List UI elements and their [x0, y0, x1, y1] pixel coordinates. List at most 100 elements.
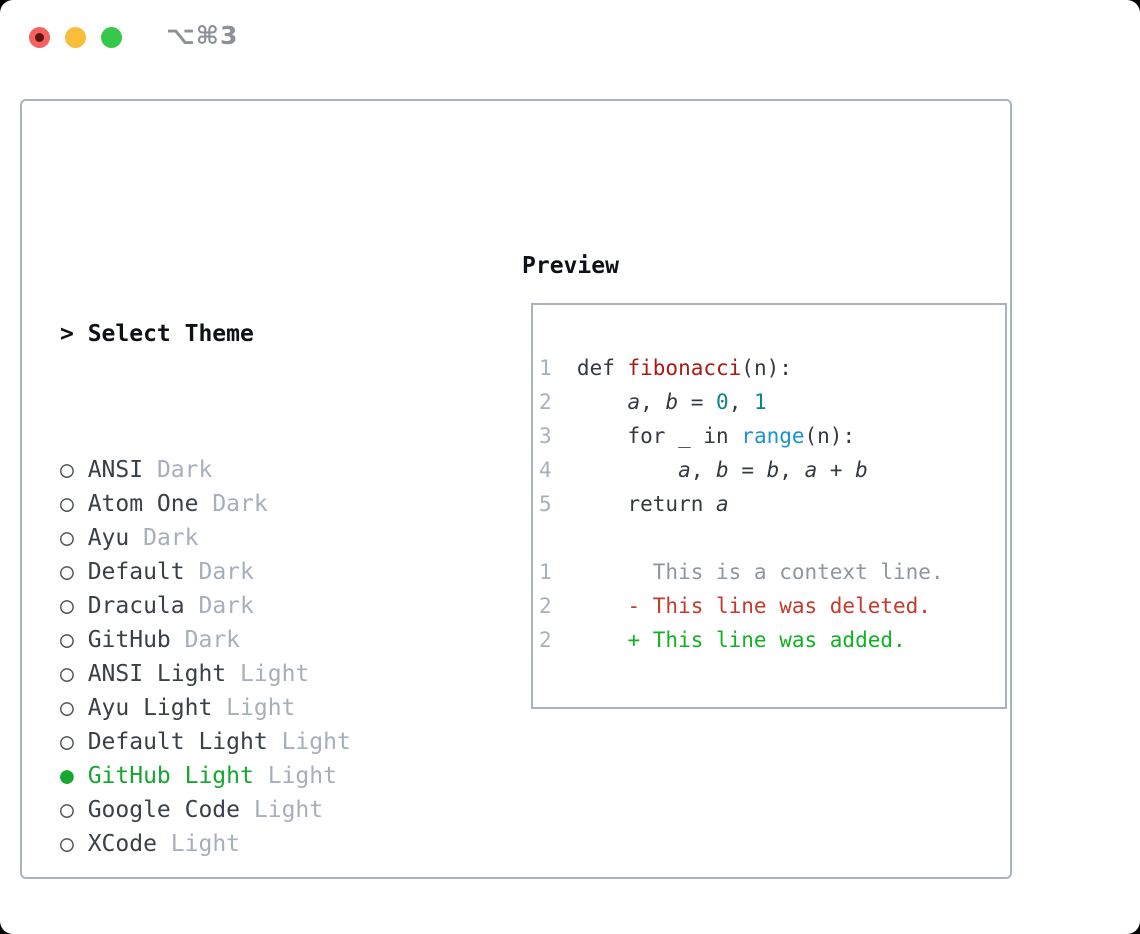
code-token: , — [640, 390, 666, 414]
line-number: 2 — [539, 390, 552, 414]
radio-icon: ○ — [60, 559, 74, 585]
theme-option-ansi-light[interactable]: ○ANSI Light Light — [60, 657, 448, 691]
code-token: def — [576, 356, 628, 380]
theme-option-github-light[interactable]: ● GitHub Light Light — [60, 759, 448, 793]
theme-variant-tag: Dark — [198, 559, 254, 585]
theme-variant-tag: Light — [226, 695, 296, 721]
theme-name: Dracula — [87, 593, 185, 619]
code-token: This is a context line. — [576, 560, 944, 584]
radio-selected-icon: ● — [60, 763, 74, 789]
code-token: return — [576, 492, 716, 516]
theme-name: Ayu Light — [87, 695, 213, 721]
theme-option-dracula[interactable]: ○ Dracula Dark — [60, 589, 448, 623]
preview-title: Preview — [522, 253, 619, 279]
theme-option-atom-one[interactable]: ○Atom One Dark — [60, 487, 448, 521]
theme-variant-tag: Light — [267, 763, 337, 789]
theme-option-ansi[interactable]: ○ ANSI Dark — [60, 453, 448, 487]
theme-name: GitHub Light — [87, 763, 254, 789]
code-line: 4 a, b = b, a + b — [539, 453, 1005, 487]
code-token: 1 — [754, 390, 767, 414]
theme-name: Default — [87, 559, 185, 585]
radio-icon: ○ — [60, 729, 74, 755]
code-token: 0 — [716, 390, 729, 414]
theme-name: XCode — [87, 831, 157, 857]
code-token: (n): — [804, 424, 856, 448]
theme-menu: >Select Theme ○ANSI Dark○Atom One Dark○A… — [60, 249, 448, 934]
close-button-icon[interactable] — [29, 27, 50, 48]
code-token: , — [690, 458, 717, 482]
code-token: , — [779, 458, 805, 482]
theme-option-default[interactable]: ○ Default Dark — [60, 555, 448, 589]
select-theme-title: Select Theme — [87, 321, 254, 347]
minimize-button-icon[interactable] — [65, 27, 86, 48]
code-token — [577, 390, 628, 414]
theme-variant-tag: Dark — [184, 627, 241, 653]
theme-option-xcode[interactable]: ○ XCode Light — [60, 827, 448, 861]
theme-name: Default Light — [87, 729, 268, 755]
theme-variant-tag: Dark — [212, 491, 268, 517]
theme-name: GitHub — [87, 627, 171, 653]
code-line: 2 a, b = 0, 1 — [539, 385, 1005, 419]
zoom-button-icon[interactable] — [101, 27, 122, 48]
code-token: - This line was deleted. — [576, 594, 931, 618]
code-line — [539, 521, 1005, 555]
theme-option-default-light[interactable]: ○ Default Light Light — [60, 725, 448, 759]
window-shortcut-label: ⌥⌘3 — [166, 21, 239, 50]
code-token: (n): — [741, 356, 792, 380]
code-token: = — [728, 458, 767, 482]
code-token: b — [716, 458, 729, 482]
code-token: a — [804, 458, 818, 482]
code-token: b — [665, 390, 679, 414]
code-token: a — [678, 458, 691, 482]
theme-name: Google Code — [87, 797, 241, 823]
select-theme-header: > Select Theme — [60, 317, 448, 351]
code-line: 2 - This line was deleted. — [539, 589, 1005, 623]
code-token: + — [817, 458, 856, 482]
theme-name: Ayu — [87, 525, 130, 551]
theme-variant-tag: Light — [240, 661, 310, 687]
code-token: b — [766, 458, 780, 482]
code-line: 2 + This line was added. — [539, 623, 1005, 657]
radio-icon: ○ — [60, 627, 74, 653]
code-token: a — [716, 492, 729, 516]
prompt-icon: > — [60, 321, 74, 347]
code-line: 1 def fibonacci(n): — [539, 351, 1005, 385]
line-number: 5 — [539, 492, 552, 516]
code-token: , — [728, 390, 754, 414]
theme-list: ○ANSI Dark○Atom One Dark○Ayu Dark○Defaul… — [60, 453, 448, 861]
code-token — [577, 458, 678, 482]
theme-name: ANSI Light — [87, 661, 227, 687]
code-token: fibonacci — [627, 356, 742, 380]
radio-icon: ○ — [60, 593, 74, 619]
theme-option-ayu-light[interactable]: ○ Ayu Light Light — [60, 691, 448, 725]
theme-variant-tag: Dark — [156, 457, 213, 483]
code-line: 1 This is a context line. — [539, 555, 1005, 589]
line-number: 3 — [539, 424, 552, 448]
code-token: + This line was added. — [576, 628, 906, 652]
line-number: 1 — [539, 356, 552, 380]
line-number: 2 — [539, 628, 552, 652]
radio-icon: ○ — [60, 457, 74, 483]
radio-icon: ○ — [60, 525, 74, 551]
theme-variant-tag: Dark — [143, 525, 199, 551]
theme-variant-tag: Dark — [198, 593, 254, 619]
radio-icon: ○ — [60, 695, 74, 721]
theme-variant-tag: Light — [170, 831, 241, 857]
radio-icon: ○ — [60, 797, 74, 823]
theme-variant-tag: Light — [253, 797, 324, 823]
theme-option-ayu[interactable]: ○ Ayu Dark — [60, 521, 448, 555]
code-token: a — [627, 390, 641, 414]
theme-name: Atom One — [87, 491, 199, 517]
theme-option-github[interactable]: ○ GitHub Dark — [60, 623, 448, 657]
theme-variant-tag: Light — [281, 729, 351, 755]
theme-option-google-code[interactable]: ○ Google Code Light — [60, 793, 448, 827]
code-line: 3 for _ in range(n): — [539, 419, 1005, 453]
line-number: 2 — [539, 594, 552, 618]
line-number: 4 — [539, 458, 552, 482]
radio-icon: ○ — [60, 831, 74, 857]
line-number: 1 — [539, 560, 552, 584]
theme-name: ANSI — [87, 457, 144, 483]
code-line: 5 return a — [539, 487, 1005, 521]
